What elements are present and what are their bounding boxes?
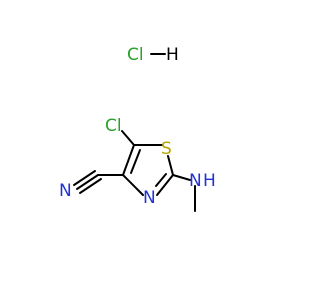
salt-cl-label: Cl [127, 45, 144, 65]
cn-triple-bond-3 [79, 178, 102, 194]
c4-n3-bond [122, 174, 144, 196]
ring-nitrogen-label: N [143, 188, 156, 208]
cl-c5-bond [121, 130, 135, 146]
cn-triple-bond-2 [73, 170, 96, 186]
cl-substituent-label: Cl [105, 116, 122, 136]
cn-triple-bond-1 [76, 174, 99, 190]
atom-labels: Cl H Cl S N N N H [59, 45, 216, 208]
nitrile-nitrogen-label: N [59, 181, 72, 201]
n3-c2-bond [156, 174, 174, 196]
sulfur-label: S [161, 139, 172, 159]
structure-canvas: Cl H Cl S N N N H [59, 45, 216, 212]
salt-h-label: H [166, 45, 179, 65]
molecule-drawing: Cl H Cl S N N N H [59, 45, 216, 212]
amine-h-label: H [203, 171, 216, 191]
amine-n-label: N [189, 171, 202, 191]
bonds [73, 53, 196, 212]
c2-nh-bond [172, 174, 191, 181]
n3-c2-bond-inner [155, 173, 167, 187]
c5-c4-bond-inner [130, 149, 141, 174]
c2-s-bond [167, 155, 174, 176]
c5-c4-bond [122, 144, 135, 176]
